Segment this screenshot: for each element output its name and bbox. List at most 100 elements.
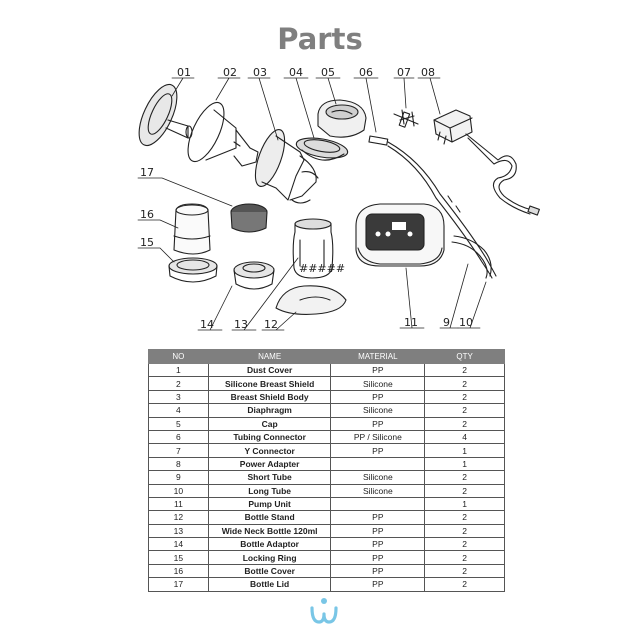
part-dust-cover bbox=[138, 83, 193, 147]
cell-name: Locking Ring bbox=[207, 550, 332, 565]
cell-no: 10 bbox=[148, 483, 209, 498]
cell-qty: 2 bbox=[424, 389, 505, 405]
part-bottle-adaptor bbox=[233, 261, 275, 290]
bottle-marking: ##### bbox=[299, 262, 345, 275]
callout-10: 10 bbox=[459, 316, 473, 329]
cell-no: 13 bbox=[148, 523, 209, 539]
cell-material: PP bbox=[330, 550, 426, 565]
part-cap bbox=[317, 99, 367, 138]
cell-material: PP bbox=[330, 416, 426, 431]
part-y-connector bbox=[393, 109, 419, 128]
cell-no: 8 bbox=[148, 456, 209, 472]
cell-material: Silicone bbox=[330, 470, 426, 485]
cell-no: 3 bbox=[148, 389, 209, 405]
cell-qty: 2 bbox=[424, 362, 505, 378]
cell-qty: 4 bbox=[424, 429, 505, 445]
part-power-adapter bbox=[433, 109, 540, 216]
cell-qty: 2 bbox=[424, 550, 505, 565]
cell-qty: 2 bbox=[424, 577, 505, 592]
callout-05: 05 bbox=[321, 66, 335, 79]
cell-name: Power Adapter bbox=[207, 456, 332, 472]
header-name: NAME bbox=[207, 349, 332, 364]
cell-name: Bottle Stand bbox=[207, 510, 332, 525]
cell-no: 17 bbox=[148, 577, 209, 592]
cell-name: Short Tube bbox=[207, 470, 332, 485]
cell-material: PP / Silicone bbox=[330, 429, 426, 445]
header-qty: QTY bbox=[424, 349, 505, 364]
cell-no: 15 bbox=[148, 550, 209, 565]
callout-03: 03 bbox=[253, 66, 267, 79]
callout-07: 07 bbox=[397, 66, 411, 79]
cell-qty: 2 bbox=[424, 403, 505, 418]
cell-material: PP bbox=[330, 523, 426, 539]
part-pump-unit bbox=[355, 203, 445, 267]
cell-qty: 2 bbox=[424, 537, 505, 552]
cell-material: Silicone bbox=[330, 483, 426, 498]
cell-material: PP bbox=[330, 362, 426, 378]
brand-logo-icon bbox=[310, 598, 338, 624]
cell-name: Cap bbox=[207, 416, 332, 431]
cell-qty: 1 bbox=[424, 443, 505, 458]
cell-material bbox=[330, 496, 426, 512]
header-material: MATERIAL bbox=[330, 349, 426, 364]
callout-14: 14 bbox=[200, 318, 214, 331]
part-short-tube bbox=[451, 235, 492, 279]
cell-name: Silicone Breast Shield bbox=[207, 376, 332, 391]
cell-name: Bottle Adaptor bbox=[207, 537, 332, 552]
cell-no: 12 bbox=[148, 510, 209, 525]
cell-material: Silicone bbox=[330, 403, 426, 418]
cell-material: PP bbox=[330, 577, 426, 592]
callout-06: 06 bbox=[359, 66, 373, 79]
part-locking-ring bbox=[168, 257, 218, 283]
header-no: NO bbox=[148, 349, 209, 364]
callout-11: 11 bbox=[404, 316, 418, 329]
cell-no: 4 bbox=[148, 403, 209, 418]
cell-name: Pump Unit bbox=[207, 496, 332, 512]
cell-no: 7 bbox=[148, 443, 209, 458]
cell-name: Tubing Connector bbox=[207, 429, 332, 445]
cell-no: 11 bbox=[148, 496, 209, 512]
cell-qty: 2 bbox=[424, 376, 505, 391]
callout-17: 17 bbox=[140, 166, 154, 179]
callout-08: 08 bbox=[421, 66, 435, 79]
cell-material: PP bbox=[330, 510, 426, 525]
part-silicone-breast-shield bbox=[187, 101, 259, 167]
callout-16: 16 bbox=[140, 208, 154, 221]
callout-15: 15 bbox=[140, 236, 154, 249]
cell-qty: 1 bbox=[424, 496, 505, 512]
cell-no: 1 bbox=[148, 362, 209, 378]
callout-01: 01 bbox=[177, 66, 191, 79]
part-bottle-cover bbox=[173, 203, 211, 255]
cell-qty: 1 bbox=[424, 456, 505, 472]
leader-lines bbox=[137, 77, 487, 331]
part-wide-neck-bottle bbox=[292, 218, 334, 279]
cell-qty: 2 bbox=[424, 470, 505, 485]
cell-no: 2 bbox=[148, 376, 209, 391]
cell-name: Wide Neck Bottle 120ml bbox=[207, 523, 332, 539]
cell-material: PP bbox=[330, 443, 426, 458]
cell-qty: 2 bbox=[424, 563, 505, 579]
part-diaphragm bbox=[295, 137, 349, 161]
part-tubing-connector bbox=[368, 135, 497, 279]
cell-name: Bottle Cover bbox=[207, 563, 332, 579]
cell-material: PP bbox=[330, 389, 426, 405]
part-bottle-lid bbox=[230, 203, 268, 233]
cell-name: Y Connector bbox=[207, 443, 332, 458]
part-breast-shield-body bbox=[254, 129, 319, 204]
callout-9: 9 bbox=[443, 316, 450, 329]
cell-no: 9 bbox=[148, 470, 209, 485]
cell-name: Diaphragm bbox=[207, 403, 332, 418]
